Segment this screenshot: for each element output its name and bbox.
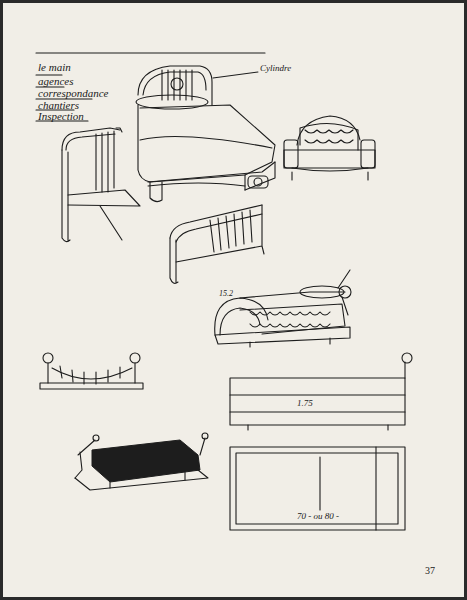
note-line: le main (37, 62, 72, 74)
bed-perspective (136, 66, 275, 202)
page-number: 37 (424, 566, 436, 577)
daybed (215, 270, 351, 347)
dimension: 70 - ou 80 - (296, 512, 340, 521)
note-line: Inspection (37, 111, 85, 123)
part-name: Cylindre (259, 64, 292, 73)
note-line: agences (37, 76, 74, 88)
bed-black (75, 433, 208, 490)
note-line: chantiers (37, 100, 80, 112)
note-line: correspondance (37, 88, 109, 100)
paper (3, 3, 464, 597)
bed-end-right (170, 205, 264, 283)
dimension: 15.2 (218, 290, 234, 298)
small-bed (40, 353, 143, 389)
bed-end-left (62, 128, 140, 242)
sofa-front (284, 116, 375, 180)
plan-elevation (230, 353, 412, 530)
dimension: 1.75 (296, 399, 314, 408)
